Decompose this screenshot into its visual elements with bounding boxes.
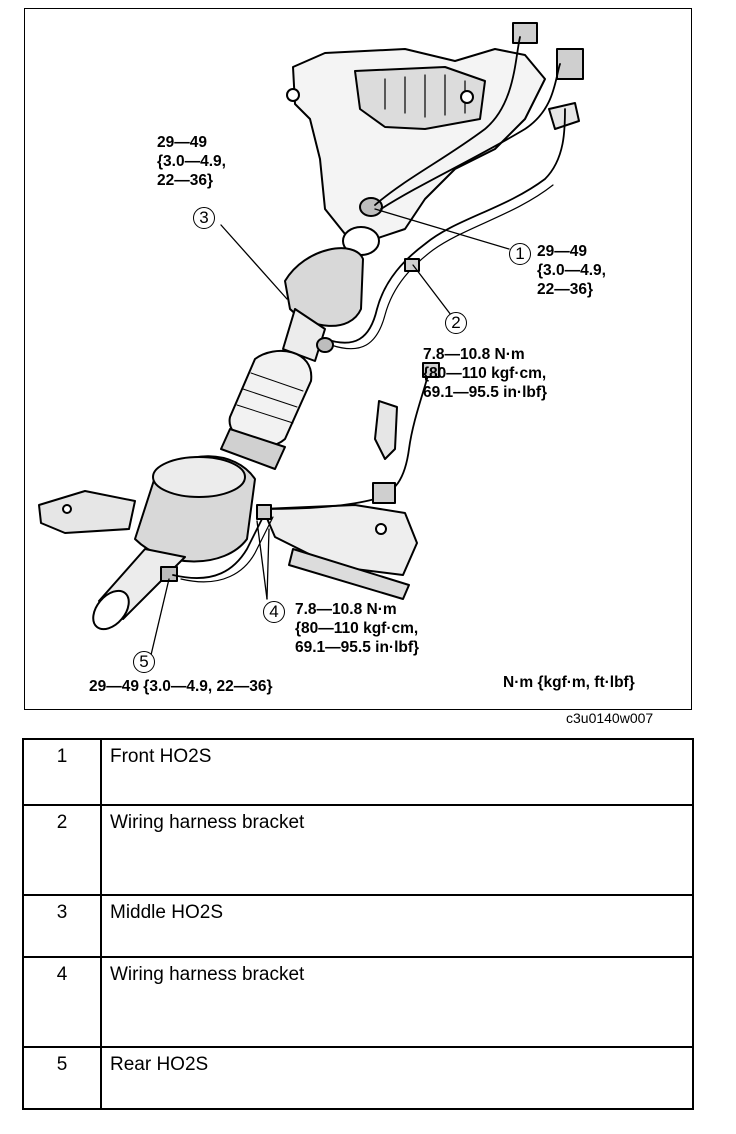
leader-line-4a	[256, 520, 268, 600]
torque-label-4: 7.8—10.8 N·m {80—110 kgf·cm, 69.1—95.5 i…	[295, 601, 420, 656]
pipe-joint	[220, 428, 286, 470]
part-name: Front HO2S	[100, 738, 694, 806]
part-name: Rear HO2S	[100, 1046, 694, 1110]
tail-pipe-end	[92, 589, 130, 631]
leader-line-4b	[266, 528, 270, 600]
torque-label-1: 29—49 {3.0—4.9, 22—36}	[537, 243, 606, 298]
front-ho2s-sensor	[359, 197, 383, 217]
part-name: Middle HO2S	[100, 894, 694, 958]
callout-2: 2	[445, 312, 467, 334]
parts-table: 1 Front HO2S 2 Wiring harness bracket 3 …	[22, 738, 694, 1110]
table-row: 4 Wiring harness bracket	[22, 956, 694, 1048]
heat-shield	[354, 66, 486, 130]
table-row: 1 Front HO2S	[22, 738, 694, 806]
connector	[556, 48, 584, 80]
torque-label-5: 29—49 {3.0—4.9, 22—36}	[89, 678, 273, 695]
connector-stay	[374, 400, 398, 460]
crossmember	[262, 504, 418, 576]
exhaust-illustration	[38, 22, 584, 656]
connector-bracket	[548, 102, 580, 130]
part-number: 2	[22, 804, 102, 896]
manifold-bolt	[286, 88, 300, 102]
connector	[512, 22, 538, 44]
figure-code: c3u0140w007	[566, 710, 654, 726]
middle-ho2s-harness	[324, 108, 566, 344]
middle-ho2s-sensor	[316, 337, 334, 353]
connector	[422, 362, 440, 378]
callout-4: 4	[263, 601, 285, 623]
callout-1: 1	[509, 243, 531, 265]
leader-line-1	[374, 208, 510, 250]
wiring-harness-bracket-4	[256, 504, 272, 520]
table-row: 5 Rear HO2S	[22, 1046, 694, 1110]
callout-3: 3	[193, 207, 215, 229]
unit-note: N·m {kgf·m, ft·lbf}	[503, 674, 635, 691]
leader-line-2	[412, 264, 452, 316]
exhaust-diagram: 29—49 {3.0—4.9, 22—36} 3 1 29—49 {3.0—4.…	[24, 8, 692, 710]
part-number: 4	[22, 956, 102, 1048]
table-row: 3 Middle HO2S	[22, 894, 694, 958]
rear-ho2s-harness	[172, 370, 430, 579]
table-row: 2 Wiring harness bracket	[22, 804, 694, 896]
part-number: 5	[22, 1046, 102, 1110]
part-number: 3	[22, 894, 102, 958]
manifold-bolt	[460, 90, 474, 104]
torque-label-2: 7.8—10.8 N·m {80—110 kgf·cm, 69.1—95.5 i…	[423, 346, 548, 401]
rear-hanger-bracket	[38, 490, 136, 534]
part-number: 1	[22, 738, 102, 806]
front-ho2s-harness	[374, 36, 561, 210]
part-name: Wiring harness bracket	[100, 956, 694, 1048]
flex-pipe	[282, 308, 326, 362]
torque-label-3: 29—49 {3.0—4.9, 22—36}	[157, 134, 226, 189]
leader-line-3	[220, 224, 288, 300]
rear-connector	[372, 482, 396, 504]
callout-5: 5	[133, 651, 155, 673]
part-name: Wiring harness bracket	[100, 804, 694, 896]
leader-line-5	[150, 578, 170, 656]
